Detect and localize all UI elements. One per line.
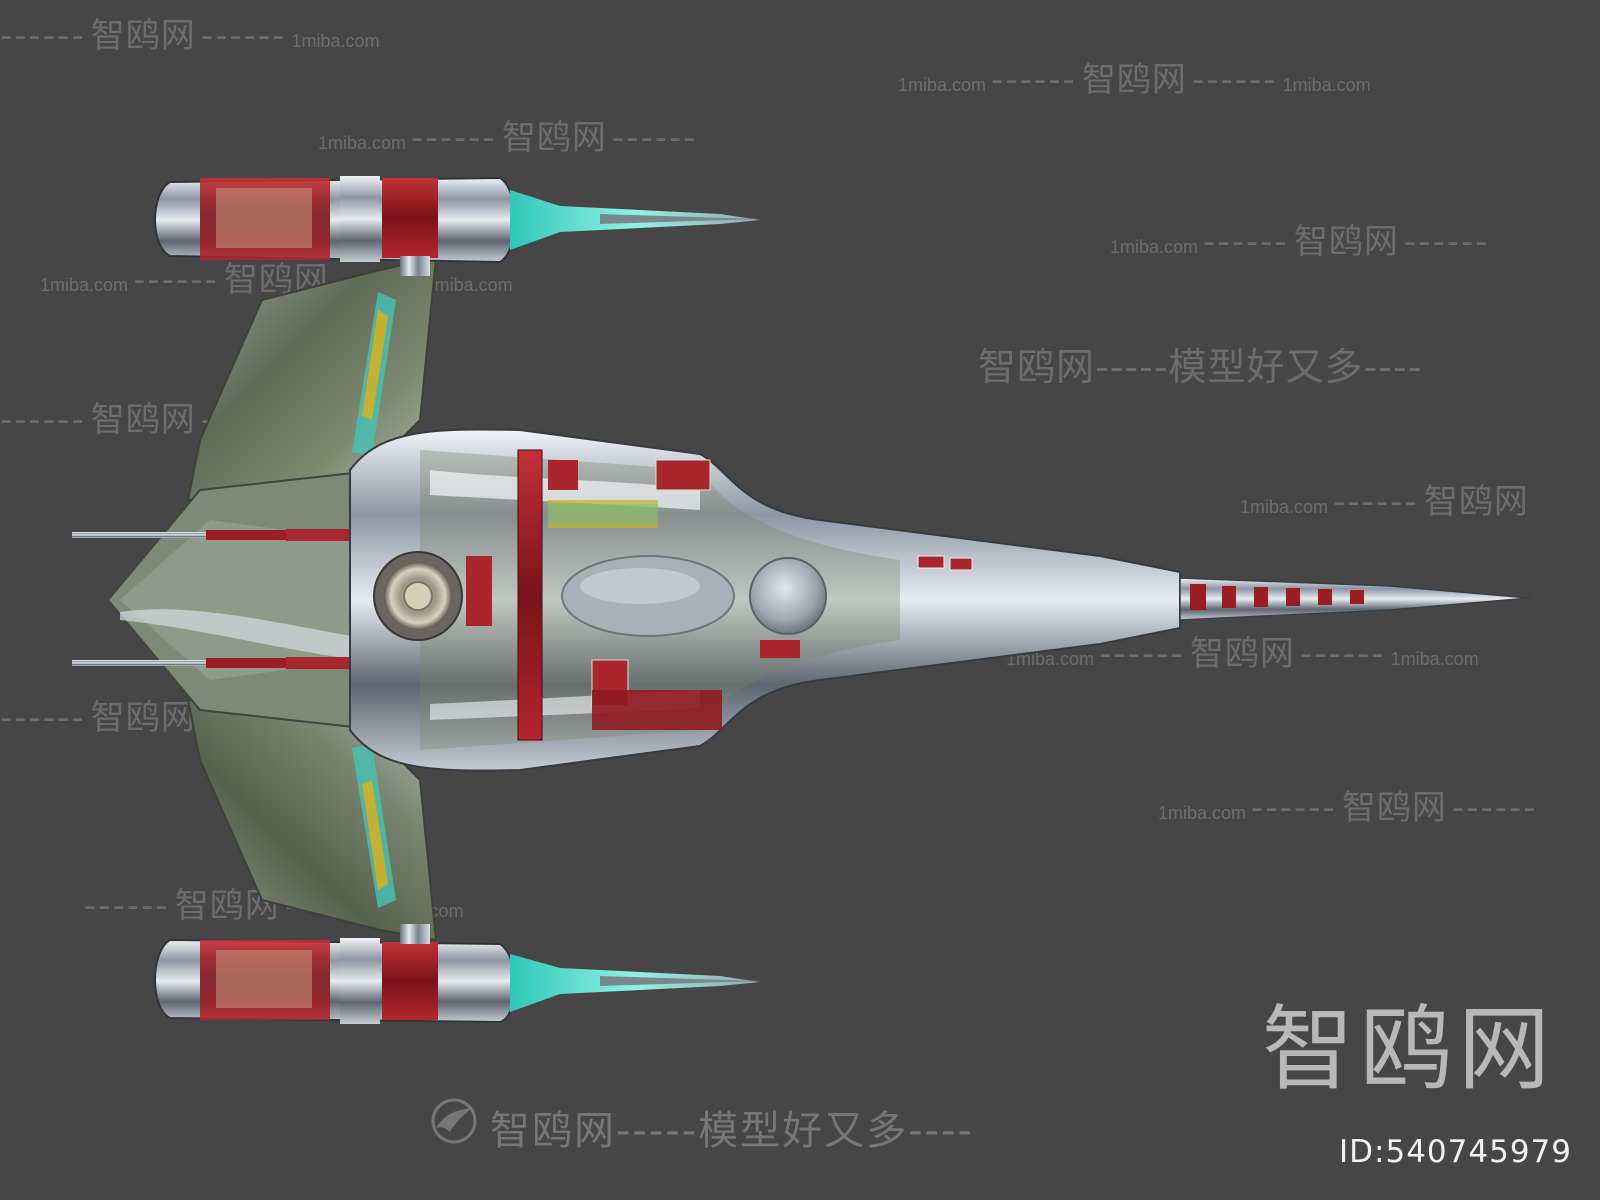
model-id-label: ID:540745979	[1339, 1134, 1572, 1170]
engine-lower	[154, 938, 760, 1024]
brand-logo-text: 智鸥网	[1261, 996, 1556, 1103]
bottom-slogan-watermark: 智鸥网-----模型好又多----	[490, 1108, 974, 1154]
bird-logo-icon	[431, 1098, 477, 1144]
cannon-upper	[72, 529, 358, 541]
cannon-lower	[72, 657, 358, 669]
engine-upper	[154, 176, 760, 264]
